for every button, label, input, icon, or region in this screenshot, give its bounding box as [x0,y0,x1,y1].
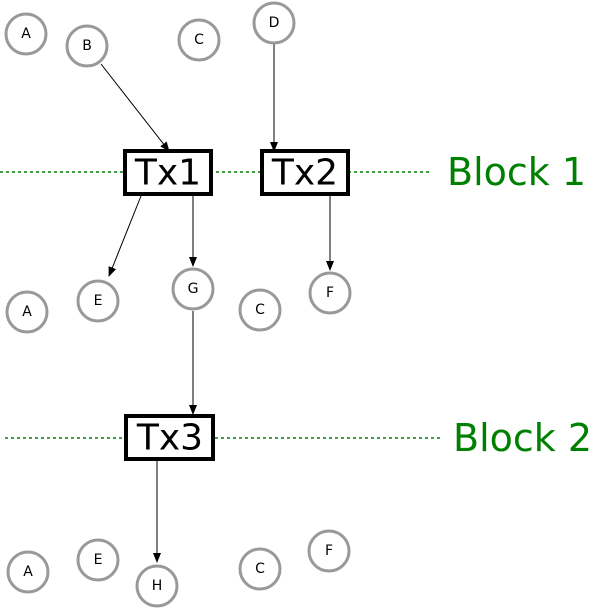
svg-text:B: B [82,38,92,54]
state-node-f: F [307,529,351,573]
edge-b-to-tx1 [100,63,170,152]
svg-text:C: C [255,302,265,318]
svg-text:A: A [22,304,32,320]
svg-text:C: C [194,32,204,48]
svg-text:F: F [325,543,333,559]
edge-tx1-to-e [108,195,142,277]
state-node-a: A [6,550,50,594]
tx3-box: Tx3 [124,414,215,461]
svg-text:A: A [21,26,31,42]
state-node-e: E [76,538,120,582]
state-node-c: C [177,18,221,62]
state-node-f: F [308,271,352,315]
tx1-label: Tx1 [134,153,201,194]
state-node-g: G [171,267,215,311]
svg-text:H: H [152,578,163,594]
state-node-e: E [76,279,120,323]
svg-text:F: F [326,285,334,301]
state-node-a: A [4,12,48,56]
svg-text:G: G [188,281,199,297]
tx1-box: Tx1 [123,149,213,196]
tx3-label: Tx3 [136,418,203,459]
block-2-label: Block 2 [453,416,592,460]
state-node-d: D [252,1,296,45]
svg-text:D: D [269,15,280,31]
state-node-h: H [135,564,179,608]
tx2-label: Tx2 [271,153,338,194]
state-node-c: C [238,288,282,332]
state-node-b: B [65,24,109,68]
svg-text:C: C [255,561,265,577]
svg-text:E: E [94,552,103,568]
tx2-box: Tx2 [260,149,350,196]
svg-text:E: E [94,293,103,309]
svg-text:A: A [23,564,33,580]
state-node-a: A [5,290,49,334]
block-1-label: Block 1 [447,150,586,194]
state-node-c: C [238,547,282,591]
